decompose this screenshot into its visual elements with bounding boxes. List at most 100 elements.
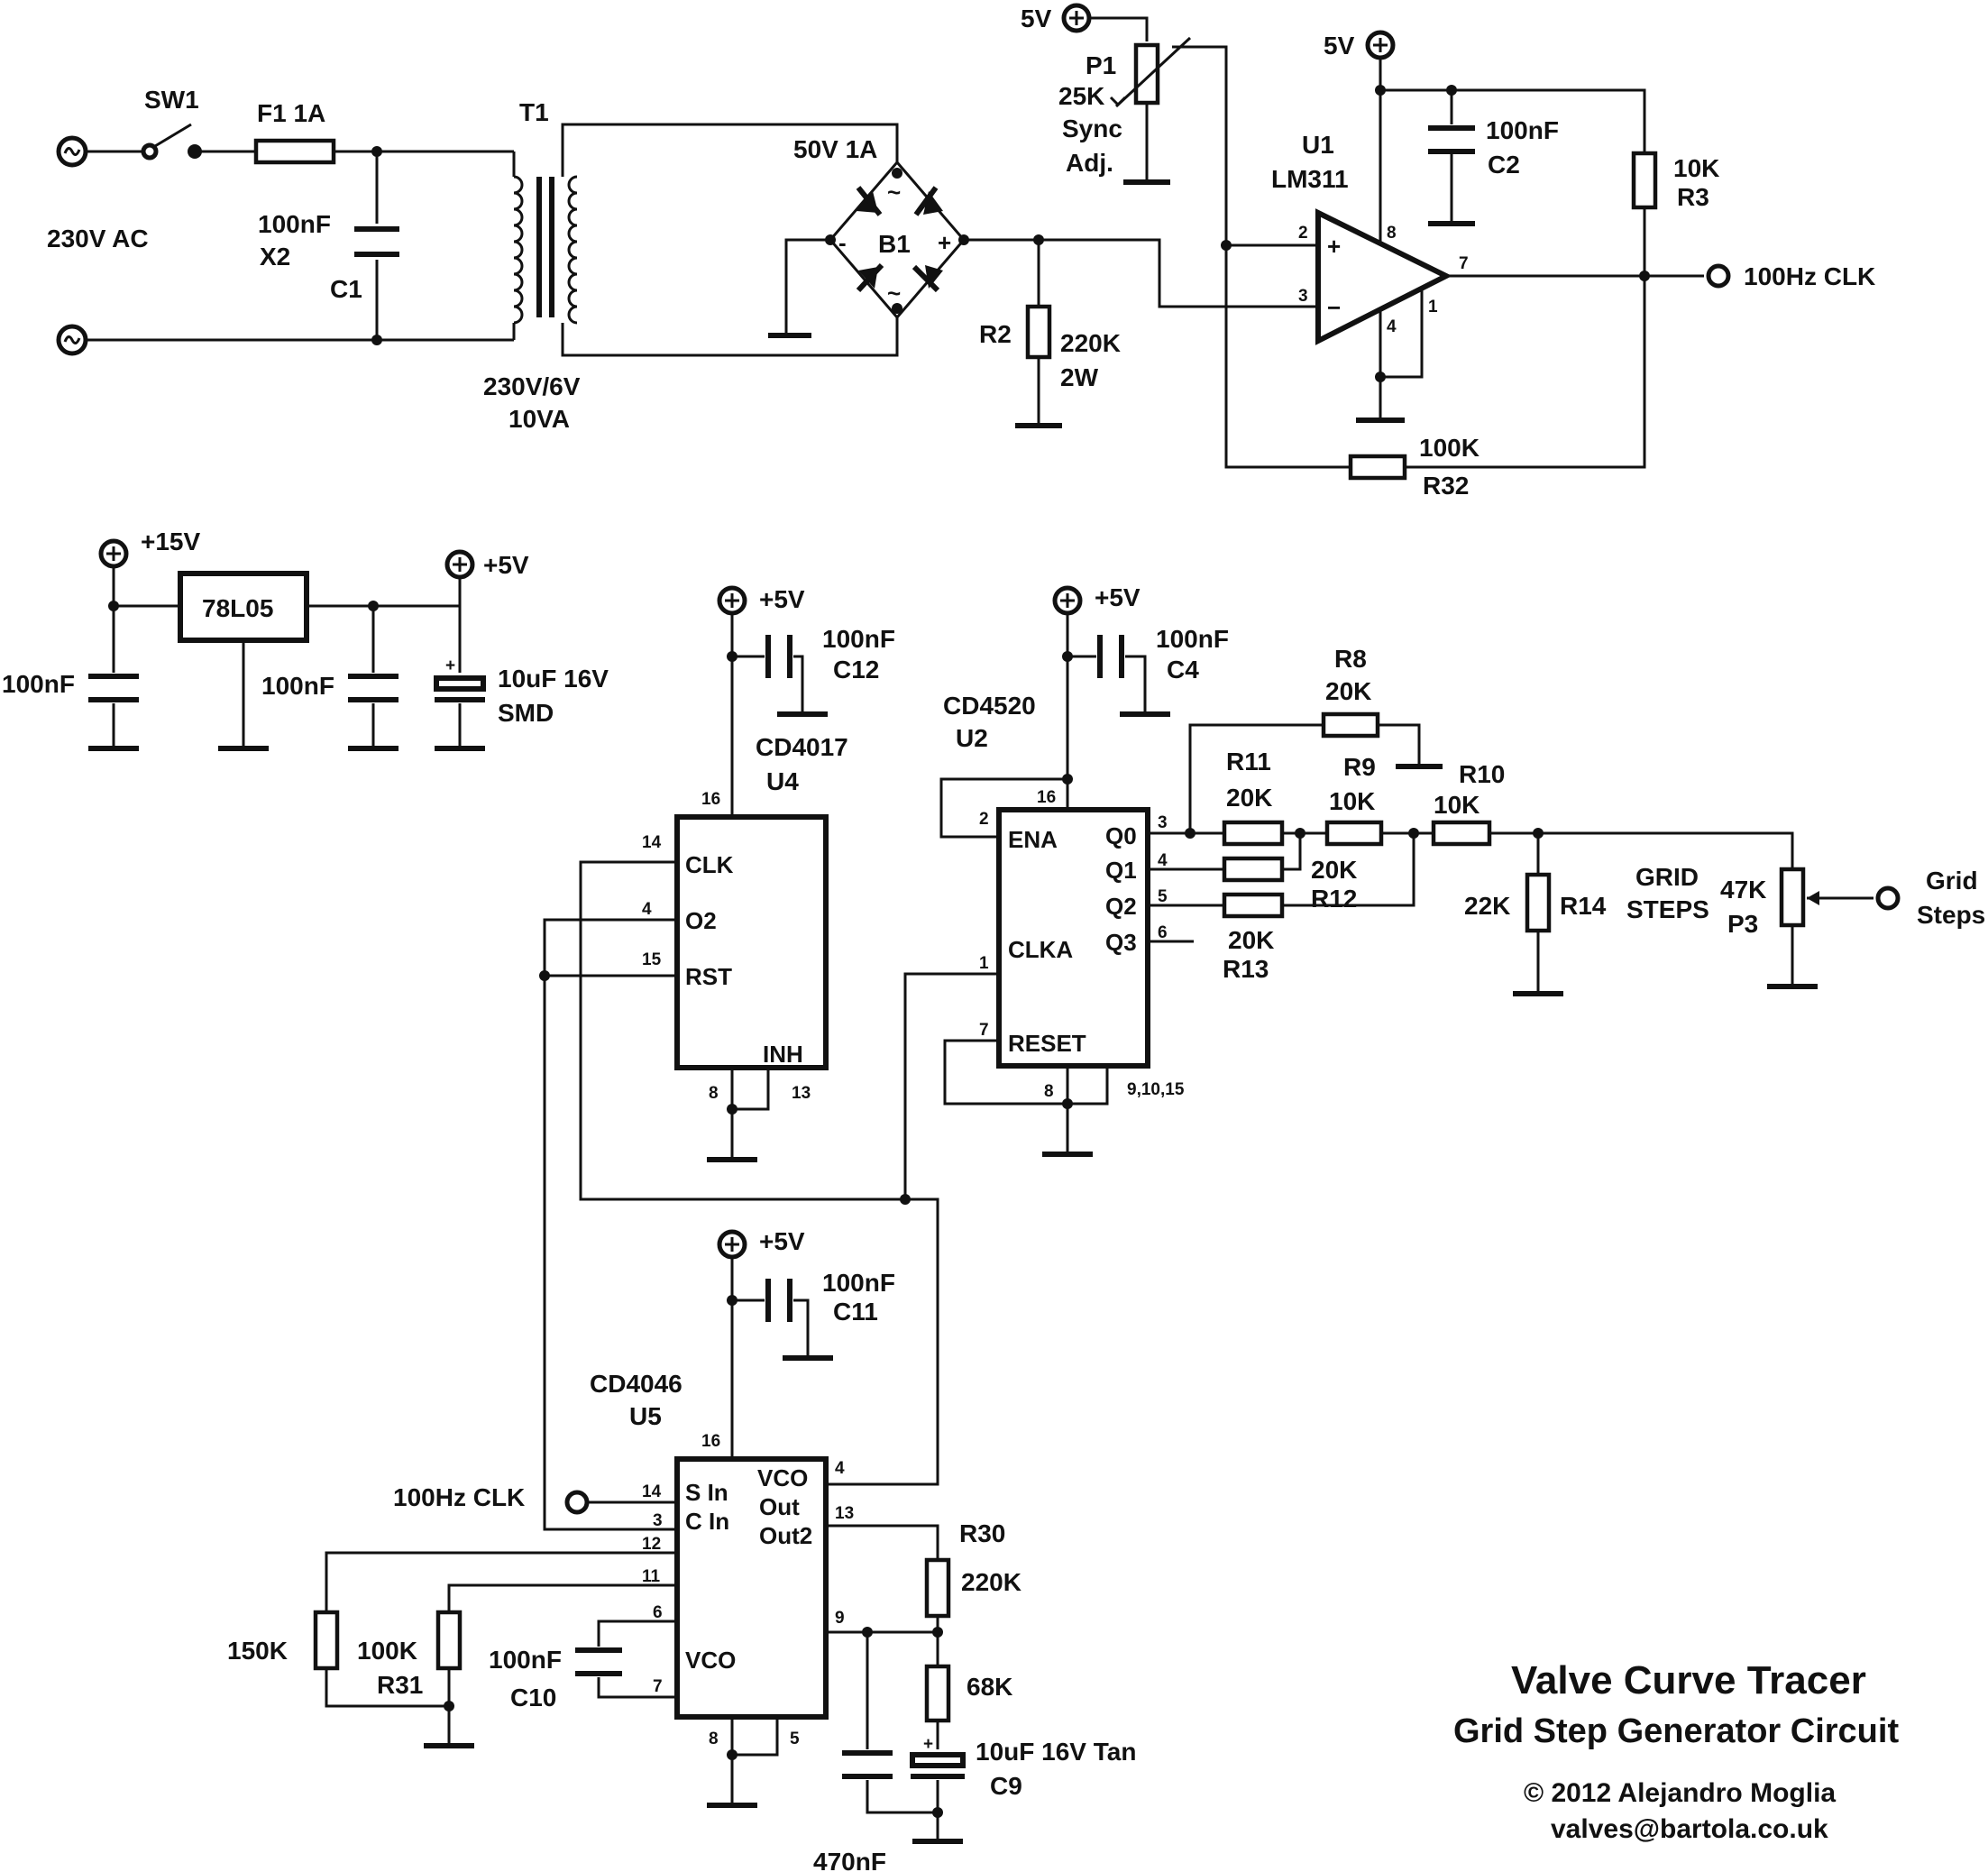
ac-input-label: 230V AC	[47, 225, 149, 252]
switch-contact-a	[141, 142, 159, 161]
p1-supply-label: 5V	[1021, 5, 1052, 32]
r8-value: 20K	[1325, 677, 1371, 705]
svg-text:-: -	[838, 229, 847, 256]
title-block: Valve Curve Tracer Grid Step Generator C…	[1453, 1658, 1899, 1844]
u2-q1-label: Q1	[1105, 857, 1137, 884]
capacitor-reg-out	[348, 674, 399, 702]
u5-vco-label: VCO	[757, 1464, 808, 1491]
resistor-r13	[1222, 892, 1285, 919]
sw1-label: SW1	[144, 86, 199, 114]
c9-ref: C9	[990, 1772, 1022, 1800]
resistor-150k	[313, 1610, 340, 1671]
diagram-subtitle: Grid Step Generator Circuit	[1453, 1712, 1899, 1750]
c1-ref: C1	[330, 275, 362, 303]
svg-text:+: +	[1327, 233, 1341, 260]
transformer-t1	[512, 123, 899, 357]
r13-value: 20K	[1228, 926, 1274, 954]
resistor-r11	[1222, 820, 1285, 847]
u2-ref: U2	[956, 724, 988, 752]
transformer-rating-voltage: 230V/6V	[483, 372, 581, 400]
t1-label: T1	[519, 98, 549, 126]
r9-value: 10K	[1329, 787, 1375, 815]
u4-part: CD4017	[756, 733, 848, 761]
c2-value: 100nF	[1486, 116, 1559, 144]
r3-value: 10K	[1673, 154, 1719, 182]
c12-ref: C12	[833, 656, 879, 684]
counter-u4-section: +5V 100nF C12 CD4017 U4 16 CLK O2 RST IN…	[539, 585, 939, 1531]
u1-pin-8: 8	[1387, 224, 1397, 243]
grid-steps-output-2: Steps	[1917, 901, 1985, 929]
r12-ref: R12	[1311, 885, 1357, 913]
p1-function-2: Adj.	[1066, 149, 1113, 177]
clk-output-terminal	[1706, 263, 1731, 289]
u2-pin-2: 2	[979, 810, 989, 829]
u5-cin-label: C In	[685, 1508, 729, 1535]
r30-value: 220K	[961, 1568, 1021, 1596]
smd-cap-package: SMD	[498, 699, 554, 727]
c1-type: X2	[260, 243, 290, 271]
svg-text:~: ~	[887, 280, 901, 307]
regulator-78l05	[178, 571, 309, 643]
f1-label: F1 1A	[257, 99, 325, 127]
u1-part: LM311	[1271, 165, 1349, 193]
c11-ref: C11	[833, 1298, 878, 1326]
r3-ref: R3	[1677, 183, 1709, 211]
c470-value: 470nF	[813, 1848, 886, 1872]
v5-u4-label: +5V	[759, 585, 805, 613]
u2-pin-8: 8	[1044, 1082, 1054, 1101]
bridge-rating: 50V 1A	[793, 135, 877, 163]
capacitor-470nf	[842, 1750, 893, 1779]
resistor-r31	[435, 1610, 463, 1671]
c10-ref: C10	[510, 1684, 556, 1711]
u4-ref: U4	[766, 767, 799, 795]
copyright: © 2012 Alejandro Moglia	[1524, 1778, 1836, 1808]
p3-ref: P3	[1727, 910, 1758, 938]
u4-o2-label: O2	[685, 907, 717, 934]
clk-output-label: 100Hz CLK	[1744, 262, 1875, 290]
steps-label: STEPS	[1626, 895, 1709, 923]
potentiometer-p3	[1779, 867, 1806, 928]
r11-value: 20K	[1226, 784, 1272, 812]
ac-terminal-bottom	[56, 324, 88, 356]
u2-q0-label: Q0	[1105, 822, 1137, 849]
v15-label: +15V	[141, 528, 200, 555]
u5-out2-label: Out2	[759, 1522, 812, 1549]
u4-clk-label: CLK	[685, 851, 734, 878]
r9-ref: R9	[1343, 753, 1376, 781]
u2-pin-4: 4	[1158, 851, 1168, 870]
ic-cd4520-u2	[996, 807, 1150, 1069]
u5-pin-12: 12	[642, 1535, 661, 1554]
pll-u5-section: +5V 100nF C11 CD4046 U5 16 14 3 12 11 6 …	[227, 1227, 1136, 1872]
clk-input-label: 100Hz CLK	[393, 1483, 525, 1511]
svg-text:−: −	[1327, 294, 1341, 321]
grid-label: GRID	[1635, 863, 1699, 891]
svg-text:~: ~	[887, 179, 901, 206]
p1-adjust-arrow	[1114, 36, 1192, 108]
u5-part: CD4046	[590, 1370, 683, 1398]
reg-in-cap-value: 100nF	[2, 670, 75, 698]
ac-terminal-top	[56, 135, 88, 168]
b1-label: B1	[878, 230, 911, 258]
r30-ref: R30	[959, 1519, 1005, 1547]
r31-ref: R31	[377, 1671, 423, 1699]
r10-value: 10K	[1434, 791, 1480, 819]
svg-text:+: +	[445, 656, 455, 675]
u2-pin-5: 5	[1158, 887, 1168, 906]
u2-q2-label: Q2	[1105, 893, 1137, 920]
p1-ref: P1	[1086, 51, 1116, 79]
r32-ref: R32	[1423, 472, 1469, 500]
resistor-r12	[1222, 856, 1285, 883]
u5-pin-11: 11	[642, 1567, 661, 1586]
resistor-r10	[1431, 820, 1492, 847]
diagram-title: Valve Curve Tracer	[1511, 1658, 1866, 1702]
c9-value: 10uF 16V Tan	[976, 1738, 1136, 1766]
r14-value: 22K	[1464, 892, 1510, 920]
switch-lever	[154, 123, 192, 148]
r31-value: 100K	[357, 1637, 417, 1665]
u5-pin-16: 16	[701, 1432, 720, 1451]
c2-ref: C2	[1488, 151, 1520, 179]
fuse-f1	[253, 138, 336, 165]
u5-out-label: Out	[759, 1493, 800, 1520]
r11-ref: R11	[1226, 748, 1271, 775]
